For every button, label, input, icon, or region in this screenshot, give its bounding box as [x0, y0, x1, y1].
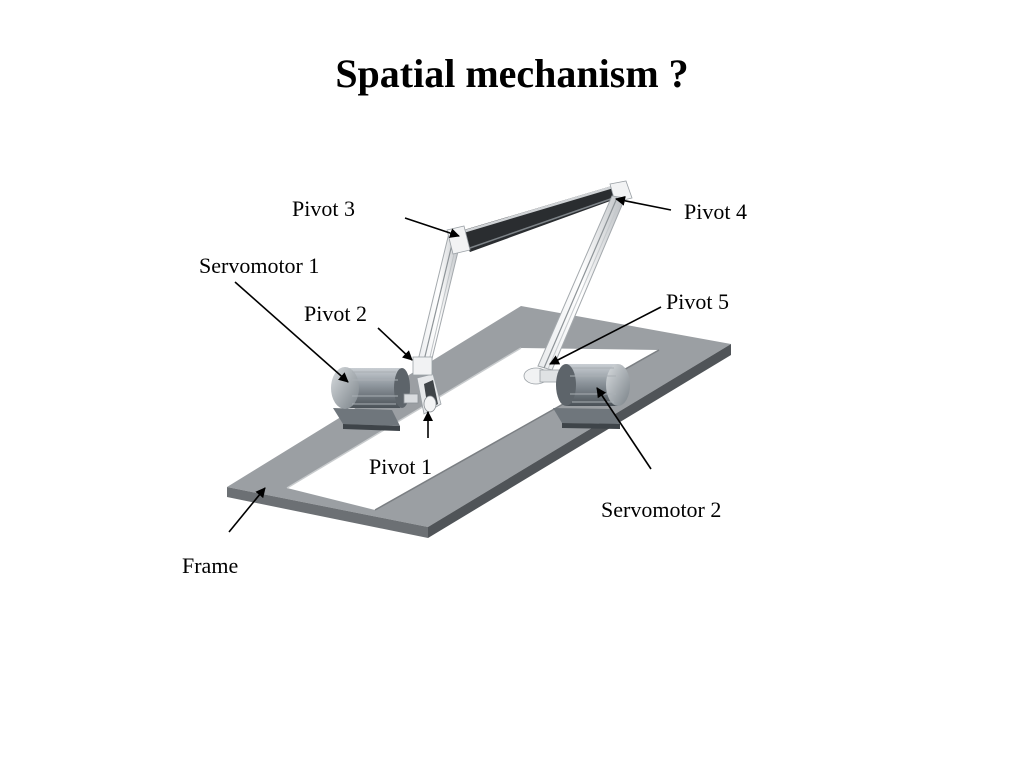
slide-title: Spatial mechanism ? [335, 51, 689, 96]
leader-pivot-2 [377, 327, 413, 361]
servomotor-2-part [553, 364, 630, 429]
servomotor-1-part [331, 367, 419, 431]
leader-pivot-4 [615, 195, 672, 211]
leader-servomotor-1 [234, 281, 349, 383]
frame-part [227, 306, 731, 538]
label-servomotor-1: Servomotor 1 [199, 253, 319, 278]
label-pivot-5: Pivot 5 [666, 289, 729, 314]
label-servomotor-2: Servomotor 2 [601, 497, 721, 522]
leader-pivot-5 [549, 306, 662, 365]
label-pivot-4: Pivot 4 [684, 199, 747, 224]
label-pivot-2: Pivot 2 [304, 301, 367, 326]
label-frame: Frame [182, 553, 238, 578]
leader-servomotor-2 [596, 387, 652, 470]
leader-lines [228, 195, 672, 533]
label-pivot-3: Pivot 3 [292, 196, 355, 221]
leader-pivot-3 [404, 217, 460, 238]
leader-frame [228, 487, 266, 533]
label-pivot-1: Pivot 1 [369, 454, 432, 479]
right-link [523, 195, 626, 385]
